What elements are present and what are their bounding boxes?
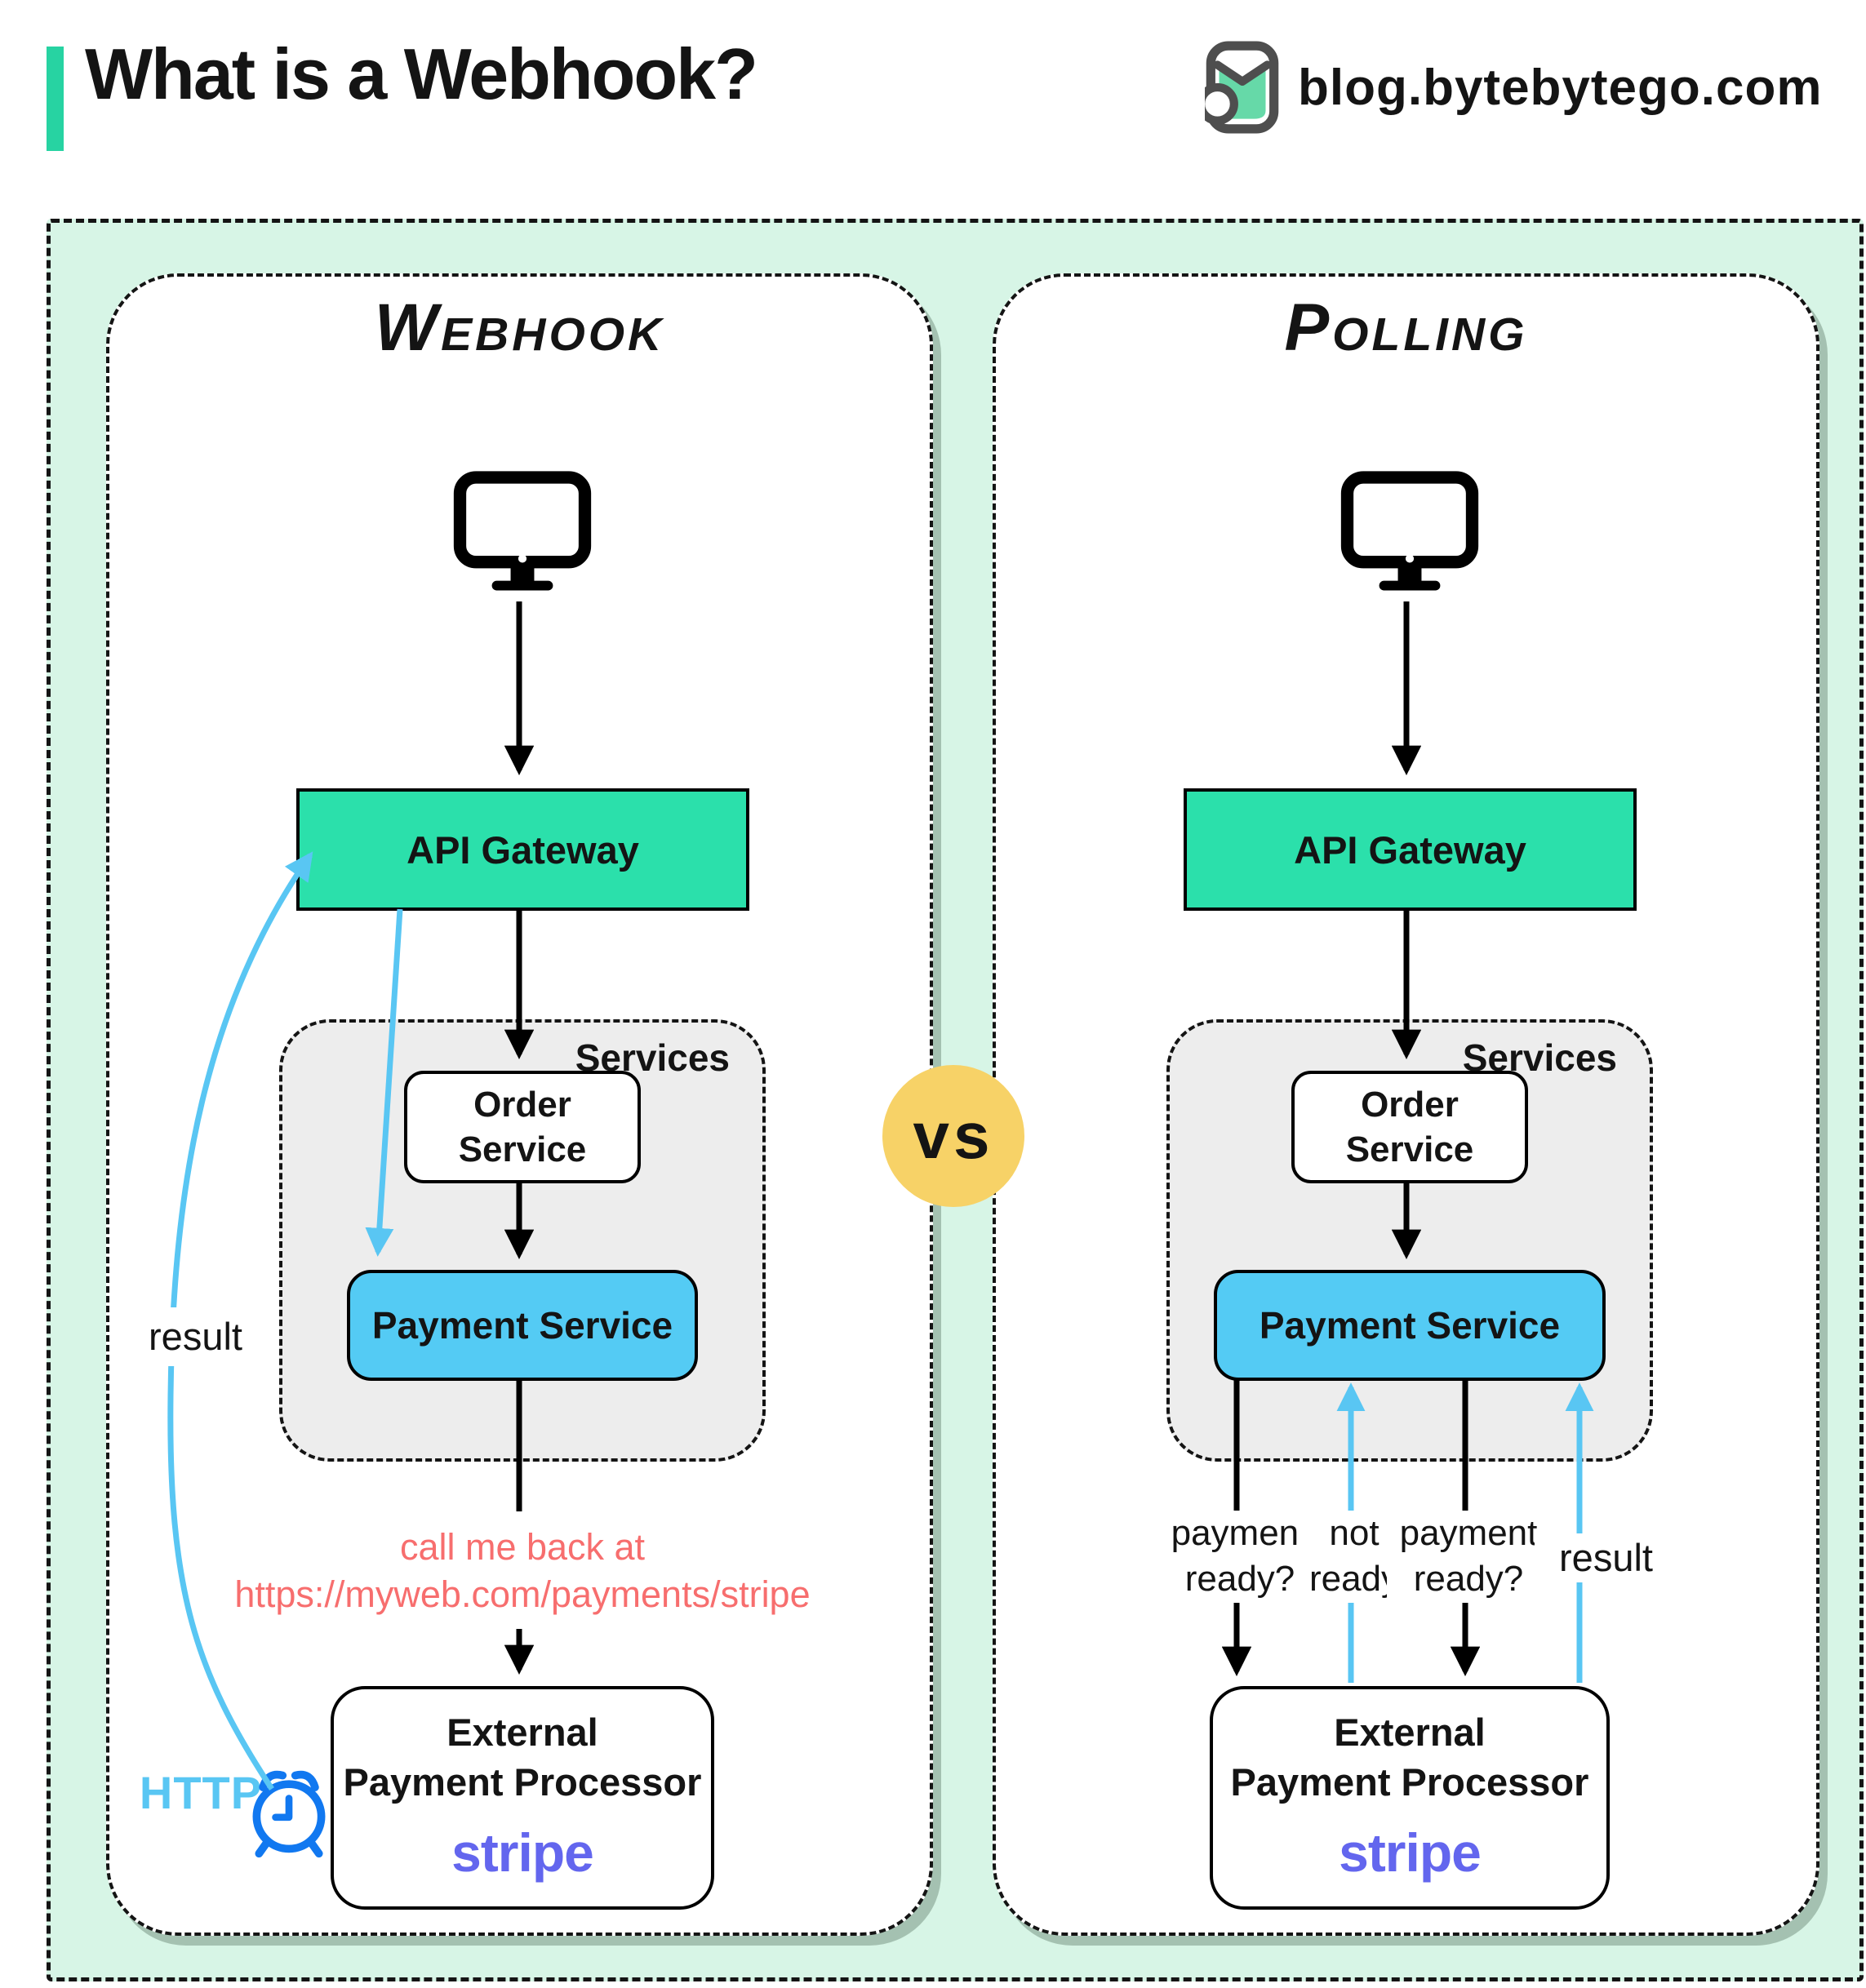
- order-service-node: Order Service: [404, 1071, 641, 1183]
- external-payment-processor-node: External Payment Processor stripe: [1210, 1686, 1610, 1910]
- external-processor-label: External Payment Processor: [343, 1711, 702, 1804]
- payment-service-node: Payment Service: [347, 1270, 698, 1381]
- stripe-wordmark: stripe: [1339, 1822, 1482, 1884]
- poll-label-payment-ready-1: payment ready?: [1158, 1511, 1322, 1603]
- external-processor-label: External Payment Processor: [1230, 1711, 1589, 1804]
- webhook-panel: Webhook API Gateway Services Order Servi…: [106, 273, 933, 1936]
- callback-note: call me back at https://myweb.com/paymen…: [234, 1526, 811, 1615]
- polling-panel: Polling API Gateway Services Order Servi…: [993, 273, 1819, 1936]
- payment-service-label: Payment Service: [371, 1304, 673, 1347]
- page-title: What is a Webhook?: [85, 33, 758, 114]
- result-label: result: [124, 1307, 267, 1367]
- order-service-label: Order Service: [1345, 1085, 1474, 1169]
- vs-badge: vs: [882, 1065, 1024, 1207]
- computer-monitor-icon: [1340, 471, 1479, 591]
- order-service-label: Order Service: [458, 1085, 587, 1169]
- api-gateway-label: API Gateway: [1294, 828, 1526, 872]
- webhook-panel-title: Webhook: [374, 291, 665, 365]
- api-gateway-node: API Gateway: [296, 788, 749, 911]
- polling-panel-title: Polling: [1284, 291, 1528, 365]
- payment-service-label: Payment Service: [1259, 1304, 1561, 1347]
- api-gateway-node: API Gateway: [1184, 788, 1637, 911]
- alarm-clock-icon: [252, 1770, 326, 1858]
- site-branding: blog.bytebytego.com: [1205, 41, 1822, 134]
- title-accent-bar: [47, 47, 64, 151]
- stripe-wordmark: stripe: [451, 1822, 594, 1884]
- external-payment-processor-node: External Payment Processor stripe: [331, 1686, 714, 1910]
- payment-service-node: Payment Service: [1214, 1270, 1606, 1381]
- bytebytego-logo-icon: [1205, 41, 1279, 134]
- api-gateway-label: API Gateway: [407, 828, 639, 872]
- order-service-node: Order Service: [1291, 1071, 1528, 1183]
- vs-label: vs: [913, 1099, 994, 1172]
- poll-label-payment-ready-2: payment ready?: [1387, 1511, 1550, 1603]
- computer-monitor-icon: [453, 471, 592, 591]
- site-name: blog.bytebytego.com: [1298, 59, 1823, 116]
- poll-label-result: result: [1535, 1533, 1677, 1583]
